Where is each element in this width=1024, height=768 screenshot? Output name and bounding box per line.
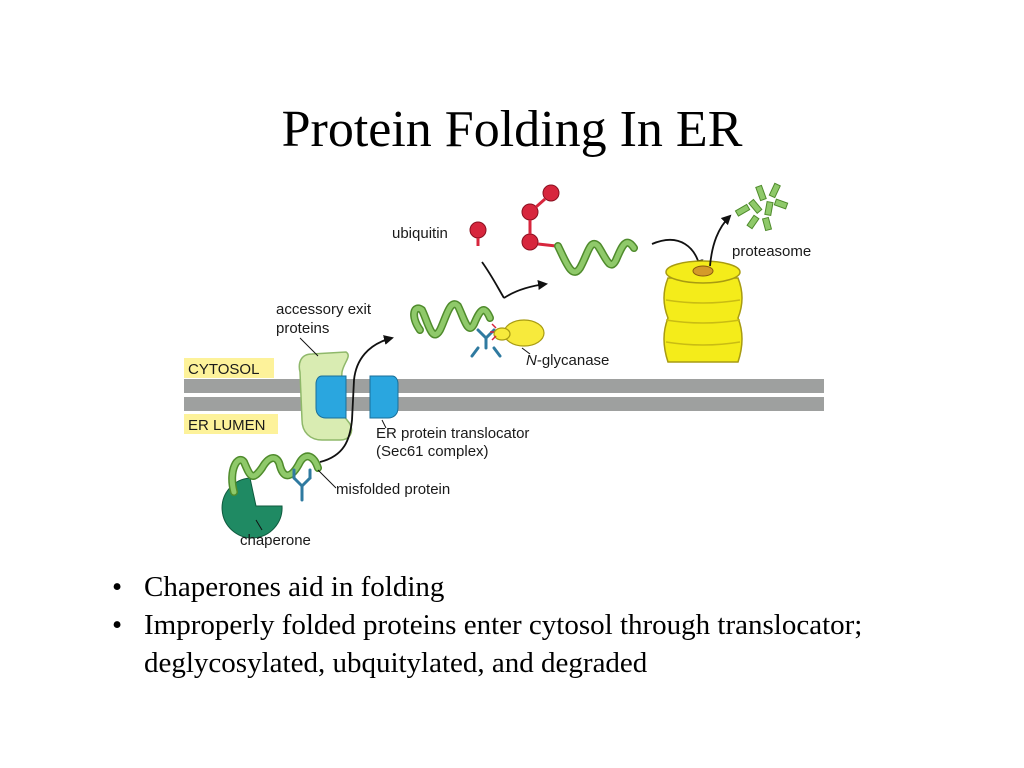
ubiquitination-arrow [481, 261, 505, 299]
misfolded-protein-lumen-fill [229, 453, 321, 495]
misfolded-protein-label: misfolded protein [336, 481, 450, 498]
polyubiquitin-chain-icon [521, 184, 560, 251]
chaperone-label: chaperone [240, 532, 311, 549]
ubiquitinated-protein-fill [555, 240, 637, 275]
bullet-list: • Chaperones aid in folding • Improperly… [112, 568, 992, 682]
ubiquitination-arrow-head [503, 280, 548, 299]
misfolded-leader-line [317, 469, 337, 489]
bullet-marker: • [112, 571, 123, 603]
ubiquitin-icon [469, 221, 487, 246]
proteasome-label: proteasome [732, 243, 811, 260]
accessory-label-line1: accessory exit [276, 301, 372, 318]
bullet-text: Chaperones aid in folding [144, 571, 445, 603]
chaperone-leader-line [255, 519, 263, 531]
export-arrow [319, 335, 394, 463]
ubiquitin-label: ubiquitin [392, 225, 448, 242]
translocator-label-line2: (Sec61 complex) [376, 443, 489, 460]
bullet-item: • Chaperones aid in folding [112, 568, 992, 606]
er-membrane [184, 379, 824, 411]
glycan-lumen-icon [292, 468, 312, 502]
translocator-label-line1: ER protein translocator [376, 425, 529, 442]
cytosol-protein-fill [411, 301, 493, 337]
er-lumen-label-text: ER LUMEN [188, 417, 266, 434]
er-lumen-label: ER LUMEN [184, 414, 278, 434]
glycan-cytosol-icon [470, 328, 502, 358]
slide-title: Protein Folding In ER [281, 101, 743, 158]
peptide-fragments-icon [734, 182, 789, 232]
n-glycanase-label: N-glycanase [526, 352, 609, 369]
accessory-leader-line [299, 337, 319, 357]
bullet-text: Improperly folded proteins enter cytosol… [144, 609, 863, 679]
degradation-arrow-out [709, 214, 732, 267]
bullet-item: • Improperly folded proteins enter cytos… [112, 606, 992, 682]
glycanase-leader-line [521, 347, 531, 355]
cytosol-label-text: CYTOSOL [188, 361, 259, 378]
accessory-label-line2: proteins [276, 320, 329, 337]
translocator-leader-line [381, 419, 387, 429]
bullet-marker: • [112, 609, 123, 641]
cytosol-label: CYTOSOL [184, 358, 274, 378]
sec61-translocator [315, 375, 399, 419]
proteasome-shape [663, 260, 743, 363]
n-glycanase-enzyme [490, 319, 545, 347]
